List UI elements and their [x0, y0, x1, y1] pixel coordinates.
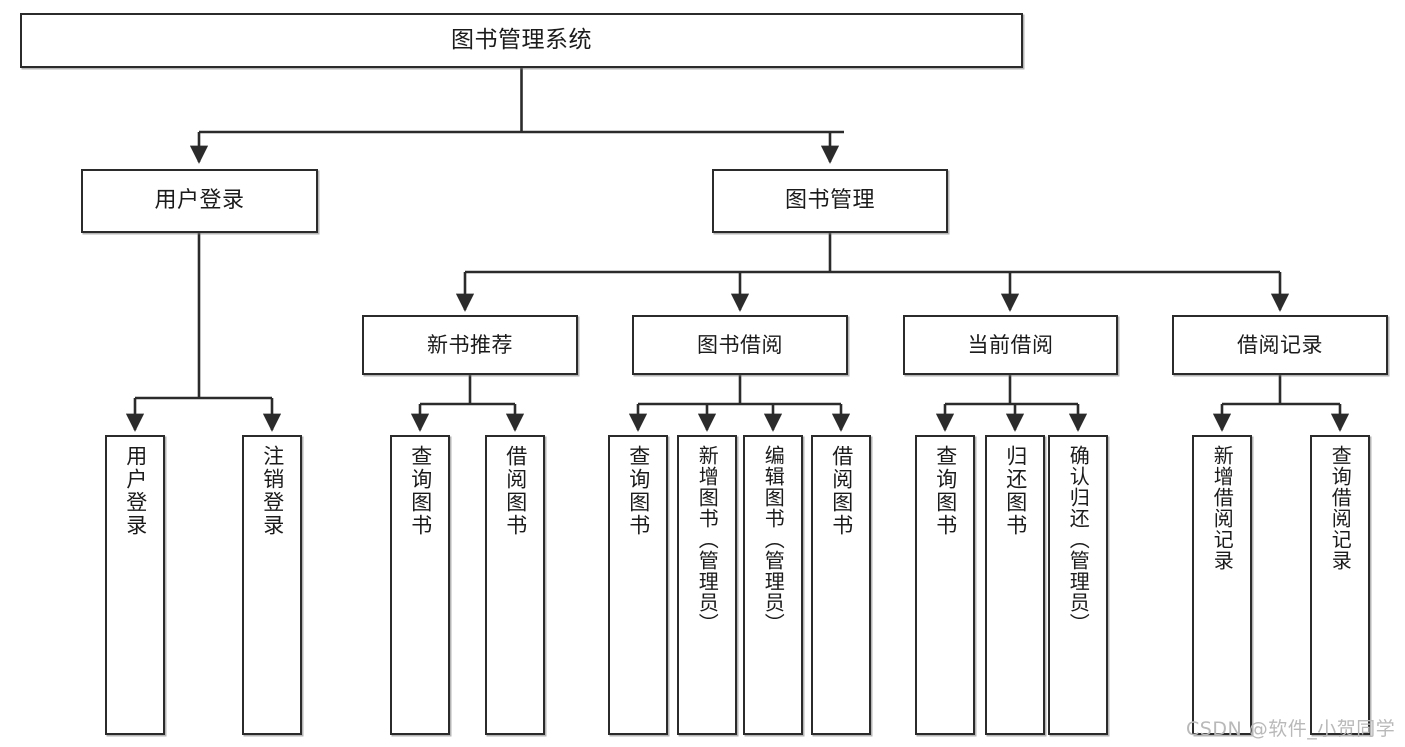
node-borrow-record-label: 借阅记录 [1237, 332, 1323, 357]
node-user-login[interactable]: 用户登录 [81, 169, 318, 233]
node-leaf-query-record-label: 查询借阅记录 [1328, 445, 1353, 571]
node-leaf-return-book-label: 归还图书 [1003, 445, 1028, 537]
node-new-book-rec[interactable]: 新书推荐 [362, 315, 578, 375]
node-user-login-label: 用户登录 [154, 188, 245, 214]
node-leaf-query-book-1-label: 查询图书 [408, 445, 433, 537]
node-leaf-borrow-book-2-label: 借阅图书 [829, 445, 854, 537]
node-leaf-add-record-label: 新增借阅记录 [1210, 445, 1235, 571]
node-leaf-query-book-2[interactable]: 查询图书 [608, 435, 668, 735]
node-leaf-query-record[interactable]: 查询借阅记录 [1310, 435, 1370, 735]
node-leaf-user-login-label: 用户登录 [123, 445, 148, 537]
node-leaf-edit-book-label: 编辑图书（管理员） [761, 445, 786, 634]
node-leaf-return-book[interactable]: 归还图书 [985, 435, 1045, 735]
node-new-book-rec-label: 新书推荐 [427, 332, 513, 357]
node-leaf-borrow-book-1-label: 借阅图书 [503, 445, 528, 537]
node-book-borrow-label: 图书借阅 [697, 332, 783, 357]
node-book-manage[interactable]: 图书管理 [712, 169, 948, 233]
node-leaf-query-book-3-label: 查询图书 [933, 445, 958, 537]
node-leaf-confirm-return-label: 确认归还（管理员） [1066, 445, 1091, 634]
watermark: CSDN @软件_小贺同学 [1186, 718, 1396, 740]
node-borrow-record[interactable]: 借阅记录 [1172, 315, 1388, 375]
node-leaf-borrow-book-2[interactable]: 借阅图书 [811, 435, 871, 735]
node-leaf-confirm-return[interactable]: 确认归还（管理员） [1048, 435, 1108, 735]
node-leaf-query-book-3[interactable]: 查询图书 [915, 435, 975, 735]
node-current-borrow[interactable]: 当前借阅 [903, 315, 1118, 375]
node-leaf-add-book[interactable]: 新增图书（管理员） [677, 435, 737, 735]
node-leaf-borrow-book-1[interactable]: 借阅图书 [485, 435, 545, 735]
node-leaf-logout[interactable]: 注销登录 [242, 435, 302, 735]
node-leaf-user-login[interactable]: 用户登录 [105, 435, 165, 735]
node-leaf-logout-label: 注销登录 [260, 445, 285, 537]
node-book-borrow[interactable]: 图书借阅 [632, 315, 848, 375]
node-book-manage-label: 图书管理 [784, 188, 875, 214]
node-leaf-query-book-2-label: 查询图书 [626, 445, 651, 537]
node-root-label: 图书管理系统 [451, 27, 592, 54]
node-leaf-add-record[interactable]: 新增借阅记录 [1192, 435, 1252, 735]
node-current-borrow-label: 当前借阅 [967, 332, 1054, 357]
node-leaf-query-book-1[interactable]: 查询图书 [390, 435, 450, 735]
node-root[interactable]: 图书管理系统 [20, 13, 1023, 68]
node-leaf-add-book-label: 新增图书（管理员） [695, 445, 720, 634]
node-leaf-edit-book[interactable]: 编辑图书（管理员） [743, 435, 803, 735]
